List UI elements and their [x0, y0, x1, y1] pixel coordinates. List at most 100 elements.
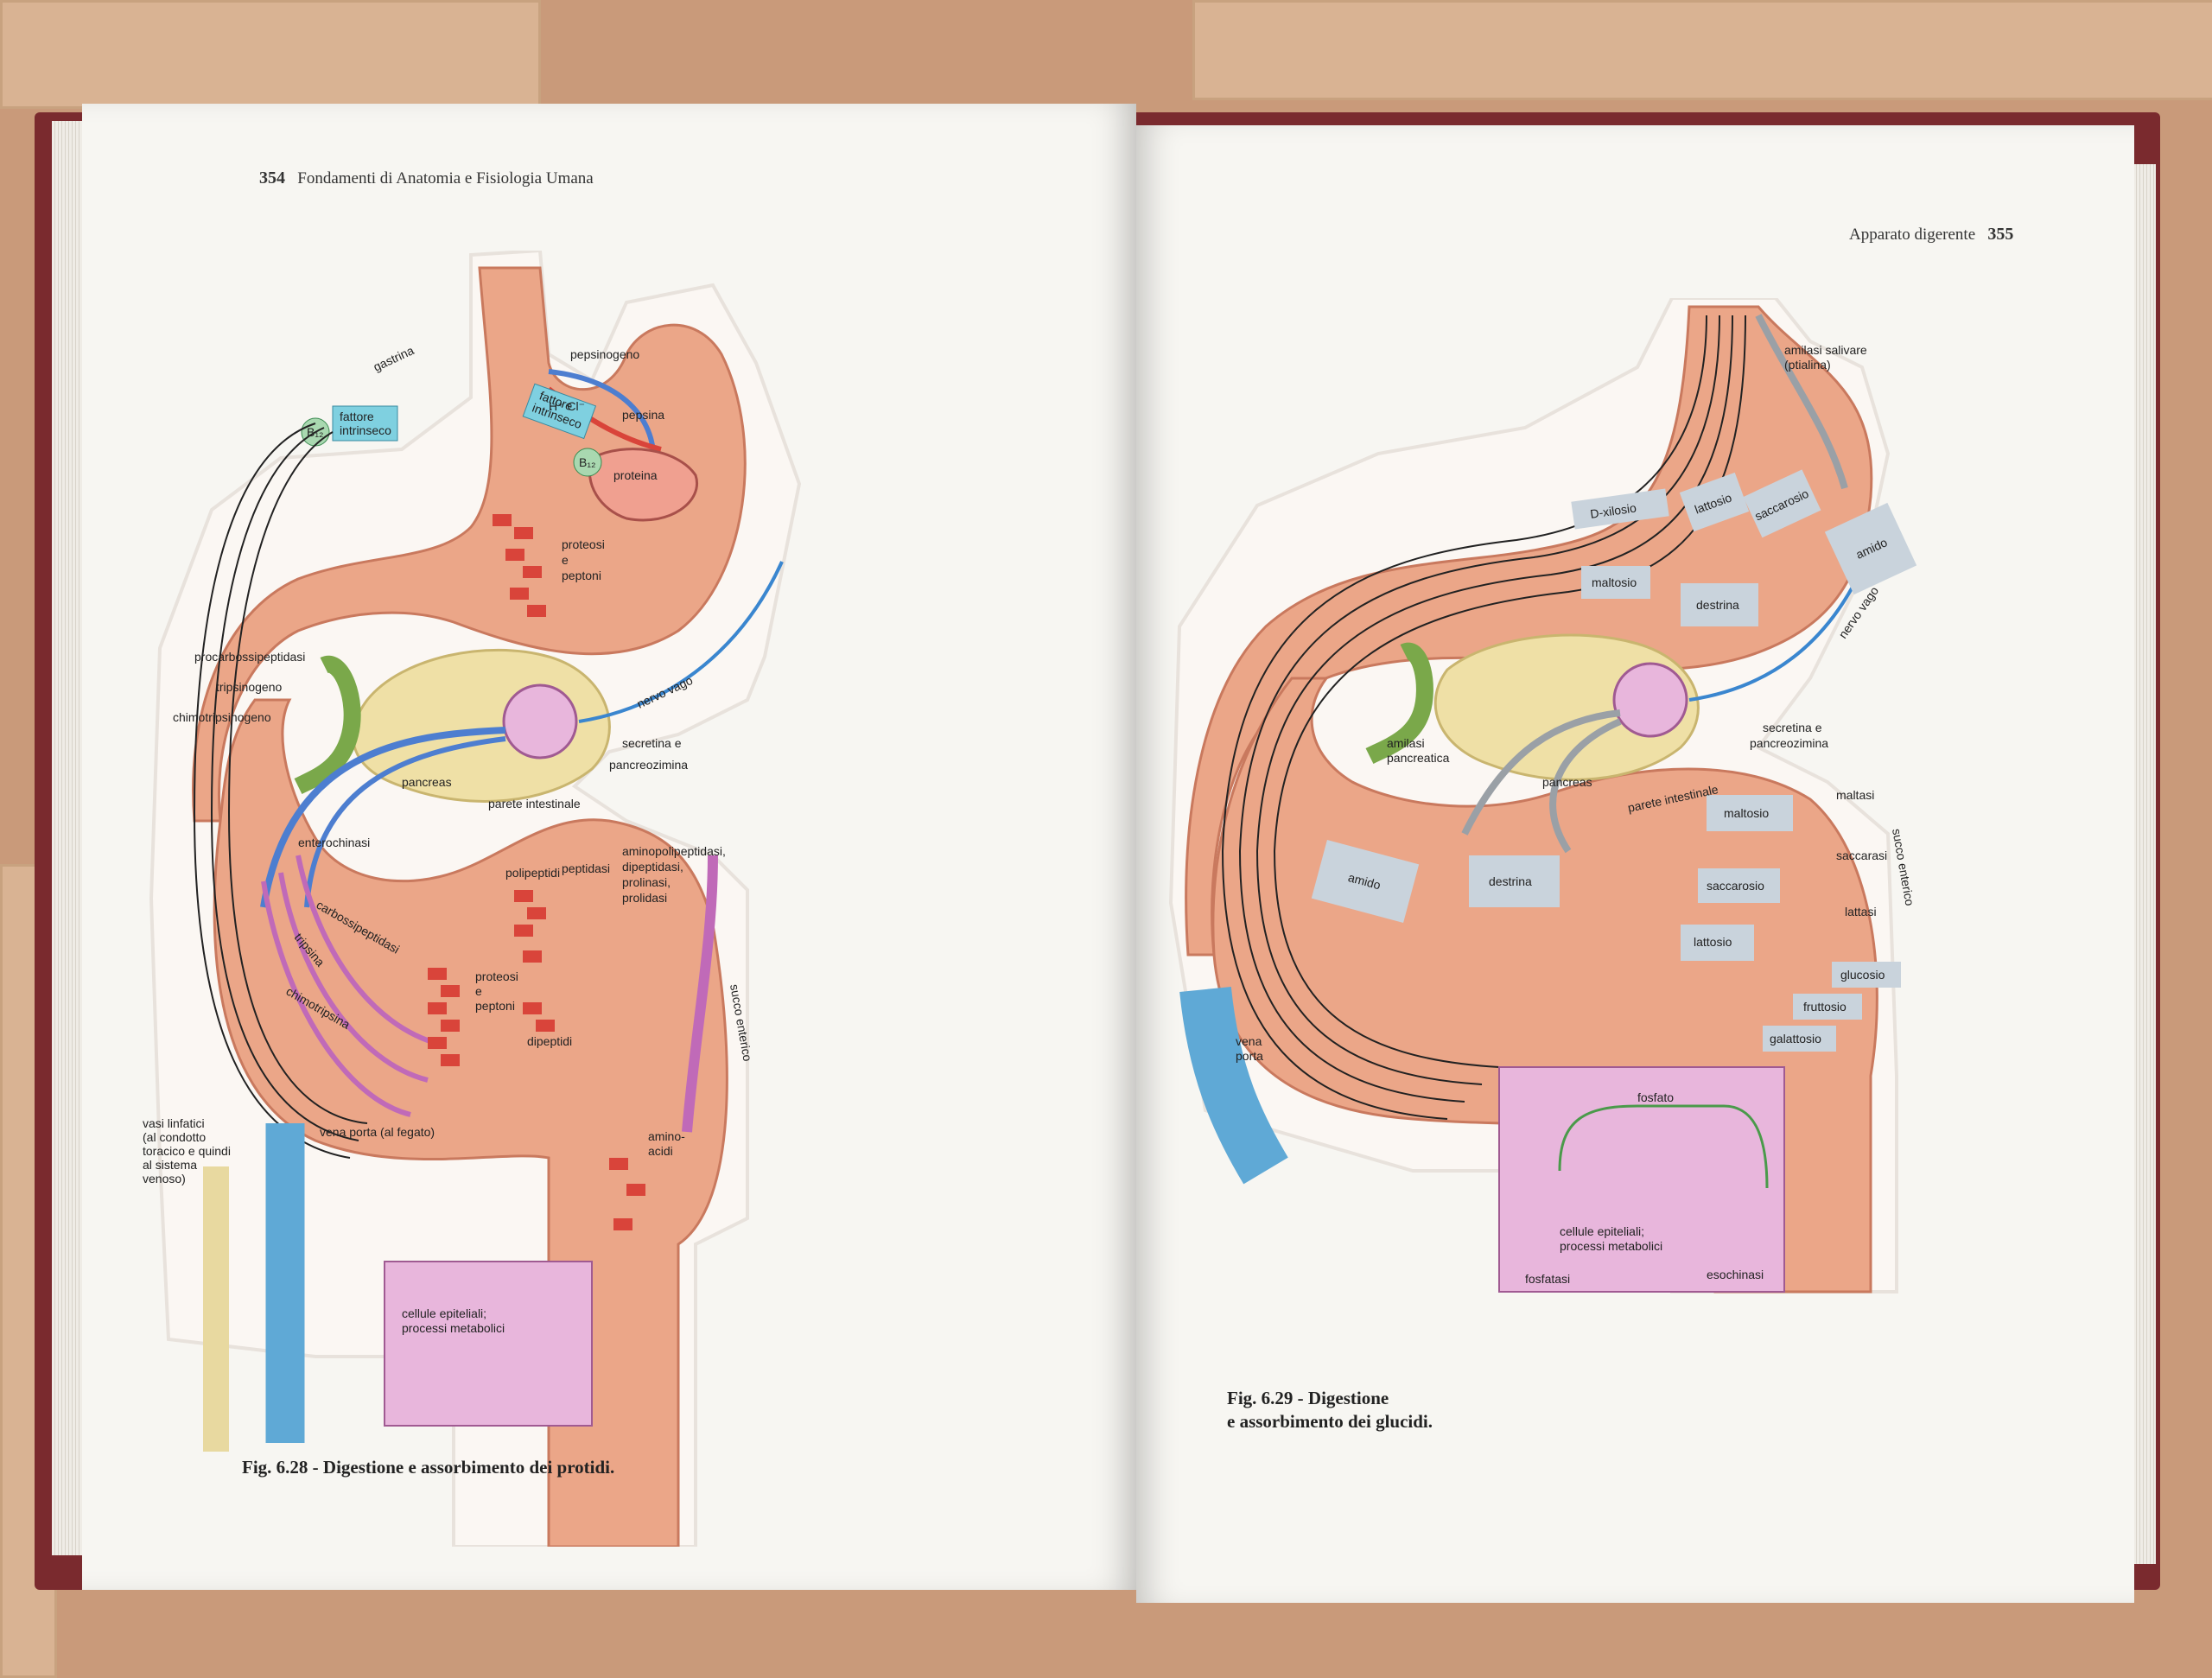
figure-6-29-caption-line2: e assorbimento dei glucidi. — [1227, 1411, 1433, 1432]
label-fosfatasi: fosfatasi — [1525, 1272, 1570, 1286]
label-chimotripsinogeno: chimotripsinogeno — [173, 710, 271, 724]
figure-6-29-caption: Fig. 6.29 - Digestione e assorbimento de… — [1227, 1387, 1433, 1433]
label-glucosio: glucosio — [1840, 968, 1885, 982]
label-amino: amino- — [648, 1129, 685, 1143]
proteosi-peptoni-blocks — [428, 514, 645, 1230]
label-peptoni-2: peptoni — [475, 999, 515, 1013]
label-saccarosio-2: saccarosio — [1707, 879, 1764, 893]
label-pancreozimina: pancreozimina — [609, 758, 688, 772]
label-processi-metabolici: processi metabolici — [402, 1321, 505, 1335]
label-vasi-linfatici: toracico e quindi — [143, 1144, 231, 1158]
label-fosfato: fosfato — [1637, 1090, 1674, 1104]
box-fruttosio — [1793, 994, 1862, 1020]
label-prolidasi: prolidasi — [622, 891, 667, 905]
right-chapter-title: Apparato digerente — [1849, 226, 1976, 244]
pancreatic-acinus — [1612, 662, 1688, 738]
floor-tile — [1192, 0, 2212, 100]
left-page-edges — [52, 121, 86, 1555]
epithelial-cells — [1498, 1066, 1785, 1293]
right-page-number: 355 — [1987, 225, 2014, 244]
label-secretina-e: secretina e — [1763, 721, 1822, 734]
label-e-2: e — [475, 984, 482, 998]
vagus-nerve — [578, 561, 784, 723]
label-b12: B₁₂ — [579, 455, 596, 469]
label-ptialina: (ptialina) — [1784, 358, 1831, 372]
label-fattore-1: fattore — [340, 410, 374, 423]
label-destrina-1: destrina — [1696, 598, 1739, 612]
pancreatic-acinus — [502, 683, 578, 760]
label-enterochinasi: enterochinasi — [298, 836, 370, 849]
label-fruttosio: fruttosio — [1803, 1000, 1847, 1014]
bile-duct — [1365, 642, 1433, 764]
amilasi-salivare-arrow — [1755, 314, 1848, 490]
absorption-line — [210, 427, 359, 1141]
fattore-intrinseco-box — [332, 405, 398, 442]
box-destrina — [1681, 583, 1758, 626]
pancreatic-duct — [260, 727, 506, 908]
box-glucosio — [1832, 962, 1901, 988]
label-gastrina: gastrina — [372, 343, 416, 374]
label-destrina-2: destrina — [1489, 874, 1532, 888]
label-secretina-e: secretina e — [622, 736, 682, 750]
box-maltosio — [1581, 566, 1650, 599]
label-peptidasi: peptidasi — [562, 861, 610, 875]
label-pancreozimina: pancreozimina — [1750, 736, 1828, 750]
label-pepsinogeno: pepsinogeno — [570, 347, 639, 361]
left-book-title: Fondamenti di Anatomia e Fisiologia Uman… — [297, 169, 594, 188]
b12-molecule — [573, 448, 602, 477]
right-page: Apparato digerente 355 — [1136, 125, 2134, 1603]
label-lattosio-2: lattosio — [1694, 935, 1732, 949]
label-proteosi-2: proteosi — [475, 969, 518, 983]
label-galattosio: galattosio — [1770, 1032, 1821, 1046]
protein-piece — [588, 448, 698, 522]
figure-6-28-protein-digestion: gastrina pepsinogeno H⁺ Cl⁻ pepsina fatt… — [143, 251, 802, 1547]
label-b12: B₁₂ — [307, 425, 324, 439]
box-lattosio — [1679, 472, 1750, 532]
box-amido — [1824, 502, 1917, 595]
left-page: 354 Fondamenti di Anatomia e Fisiologia … — [82, 104, 1136, 1590]
label-vena-porta-2: porta — [1236, 1049, 1263, 1063]
label-lattasi: lattasi — [1845, 905, 1877, 918]
label-vasi-linfatici: (al condotto — [143, 1130, 206, 1144]
left-running-head: 354 Fondamenti di Anatomia e Fisiologia … — [259, 168, 594, 188]
label-parete-intestinale: parete intestinale — [488, 797, 581, 810]
label-intrinseco-1: intrinseco — [340, 423, 391, 437]
label-saccarasi: saccarasi — [1836, 849, 1887, 862]
box-saccarosio — [1743, 469, 1821, 538]
label-vasi-linfatici: venoso) — [143, 1172, 186, 1185]
pancreatic-duct — [304, 736, 506, 908]
label-vasi-linfatici: al sistema — [143, 1158, 197, 1172]
box-amido-2 — [1311, 839, 1420, 924]
label-e-1: e — [562, 553, 569, 567]
box-lattosio-2 — [1681, 925, 1754, 961]
amilasi-pancreatica-arrow — [1549, 718, 1622, 854]
label-d-xilosio: D-xilosio — [1589, 500, 1637, 520]
label-maltasi: maltasi — [1836, 788, 1874, 802]
label-acidi: acidi — [648, 1144, 673, 1158]
label-vena-porta: vena porta (al fegato) — [320, 1125, 435, 1139]
fattore-intrinseco-box — [522, 383, 597, 440]
figure-6-29-carbohydrate-digestion: amilasi salivare (ptialina) D-xilosio la… — [1168, 298, 1917, 1293]
bile-duct — [294, 655, 361, 794]
box-maltosio-2 — [1707, 795, 1793, 831]
figure-6-29-caption-line1: Fig. 6.29 - Digestione — [1227, 1388, 1389, 1408]
fosfato-path — [1558, 1104, 1769, 1189]
label-polipeptidi: polipeptidi — [505, 866, 560, 880]
label-pancreas: pancreas — [1542, 775, 1592, 789]
box-galattosio — [1763, 1026, 1836, 1052]
label-procarbossipeptidasi: procarbossipeptidasi — [194, 650, 305, 664]
label-vena-porta-1: vena — [1236, 1034, 1262, 1048]
portal-vein — [1179, 986, 1288, 1185]
label-amilasi-pancreatica-2: pancreatica — [1387, 751, 1450, 765]
floor-tile — [0, 0, 541, 109]
label-maltosio-1: maltosio — [1592, 575, 1637, 589]
label-dipeptidasi: dipeptidasi, — [622, 860, 683, 874]
label-succo-enterico: succo enterico — [1890, 828, 1916, 907]
label-prolinasi: prolinasi, — [622, 875, 671, 889]
label-dipeptidi: dipeptidi — [527, 1034, 572, 1048]
label-hcl: H⁺ Cl⁻ — [549, 399, 585, 413]
box-destrina-2 — [1469, 855, 1560, 907]
figure-6-28-caption: Fig. 6.28 - Digestione e assorbimento de… — [242, 1457, 615, 1478]
label-vasi-linfatici: vasi linfatici — [143, 1116, 205, 1130]
enzyme-path-tripsina — [278, 872, 429, 1083]
